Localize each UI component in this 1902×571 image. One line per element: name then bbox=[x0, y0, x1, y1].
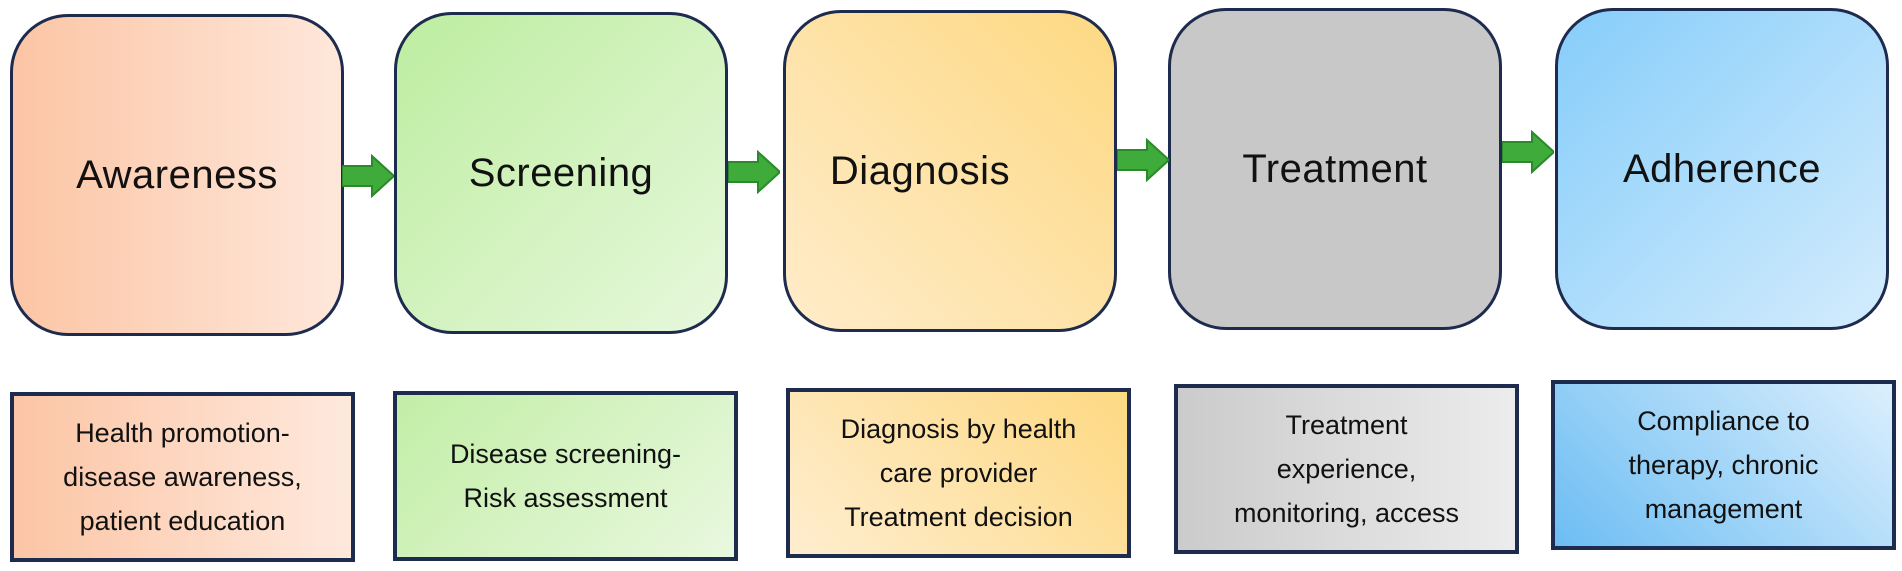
stage-label: Screening bbox=[468, 150, 654, 195]
stage-treatment: Treatment bbox=[1168, 8, 1502, 330]
stage-adherence: Adherence bbox=[1555, 8, 1889, 330]
description-screening: Disease screening- Risk assessment bbox=[393, 391, 738, 561]
right-arrow-icon bbox=[1502, 130, 1554, 174]
description-treatment: Treatment experience, monitoring, access bbox=[1174, 384, 1519, 554]
right-arrow-icon bbox=[1117, 138, 1169, 182]
description-diagnosis: Diagnosis by health care provider Treatm… bbox=[786, 388, 1131, 558]
stage-label: Adherence bbox=[1623, 146, 1821, 191]
right-arrow-icon bbox=[728, 150, 780, 194]
stage-screening: Screening bbox=[394, 12, 728, 334]
description-adherence: Compliance to therapy, chronic managemen… bbox=[1551, 380, 1896, 550]
stage-awareness: Awareness bbox=[10, 14, 344, 336]
right-arrow-icon bbox=[342, 154, 394, 198]
stage-label: Diagnosis bbox=[829, 148, 1011, 193]
stage-diagnosis: Diagnosis bbox=[783, 10, 1117, 332]
description-awareness: Health promotion- disease awareness, pat… bbox=[10, 392, 355, 562]
stage-label: Awareness bbox=[76, 152, 278, 197]
stage-label: Treatment bbox=[1242, 146, 1428, 191]
